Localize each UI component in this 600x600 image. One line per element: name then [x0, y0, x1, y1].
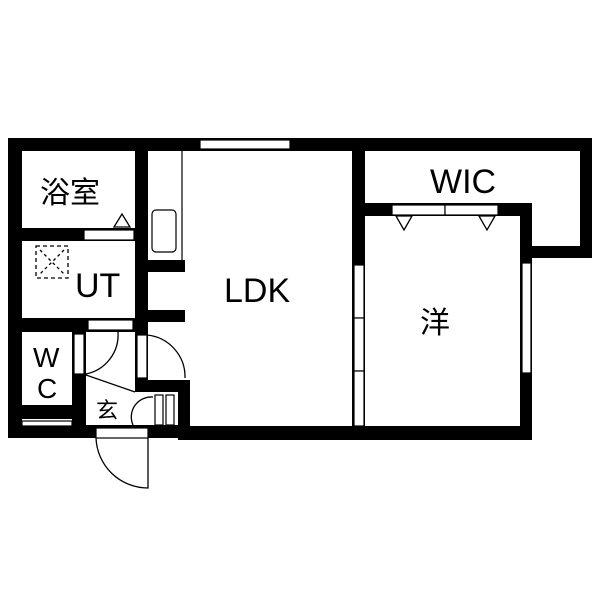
label-wc-w: W — [33, 342, 60, 373]
door-entrance — [95, 427, 149, 439]
window-bedroom — [521, 262, 532, 374]
wall-wc-bottom — [8, 405, 86, 419]
wall-left — [8, 138, 22, 438]
window-ldk — [199, 139, 291, 150]
washer-icon — [35, 245, 69, 279]
door-swing-shoebox — [130, 396, 154, 426]
closet-door-right — [444, 204, 499, 216]
wall-entrance-right — [178, 380, 190, 440]
door-swing-entrance — [95, 437, 149, 489]
closet-door-left — [391, 204, 446, 216]
wall-wic-right — [580, 138, 592, 258]
wall-stub-2 — [135, 310, 185, 322]
openings — [21, 139, 532, 439]
label-western-room: 洋 — [420, 306, 450, 341]
door-swing-hall — [146, 334, 186, 379]
closet-triangle-icon — [477, 215, 497, 232]
entrance-step — [85, 374, 136, 393]
door-swing-wc — [85, 331, 119, 375]
door-swings — [35, 212, 497, 489]
window-wc — [21, 420, 73, 427]
label-wc-c: C — [37, 373, 57, 404]
sliding-door-2 — [353, 317, 365, 372]
label-wic: WIC — [430, 163, 496, 201]
shoe-box-1 — [154, 394, 164, 426]
sink — [151, 209, 177, 253]
label-bath: 浴室 — [40, 176, 100, 211]
closet-triangle-icon — [394, 215, 414, 232]
washer-cross-icon — [39, 249, 65, 275]
sliding-door-3 — [353, 370, 365, 427]
shoe-box-2 — [165, 394, 175, 426]
label-utility: UT — [75, 267, 120, 305]
room-labels: 浴室 UT W C 玄 LDK 洋 WIC — [33, 163, 496, 424]
wall-stub-1 — [135, 260, 185, 272]
wall-wic-bottom — [520, 246, 592, 258]
door-hall — [136, 334, 148, 379]
bath-triangle-icon — [112, 212, 132, 228]
label-entrance: 玄 — [96, 399, 118, 424]
wall-top — [8, 138, 592, 151]
sliding-door-1 — [353, 264, 365, 319]
door-ut — [87, 319, 134, 331]
label-ldk: LDK — [224, 272, 290, 310]
wall-entrance-top — [135, 380, 190, 392]
wall-bottom-left — [8, 425, 178, 438]
door-bath — [83, 229, 135, 241]
door-wc — [73, 333, 85, 375]
